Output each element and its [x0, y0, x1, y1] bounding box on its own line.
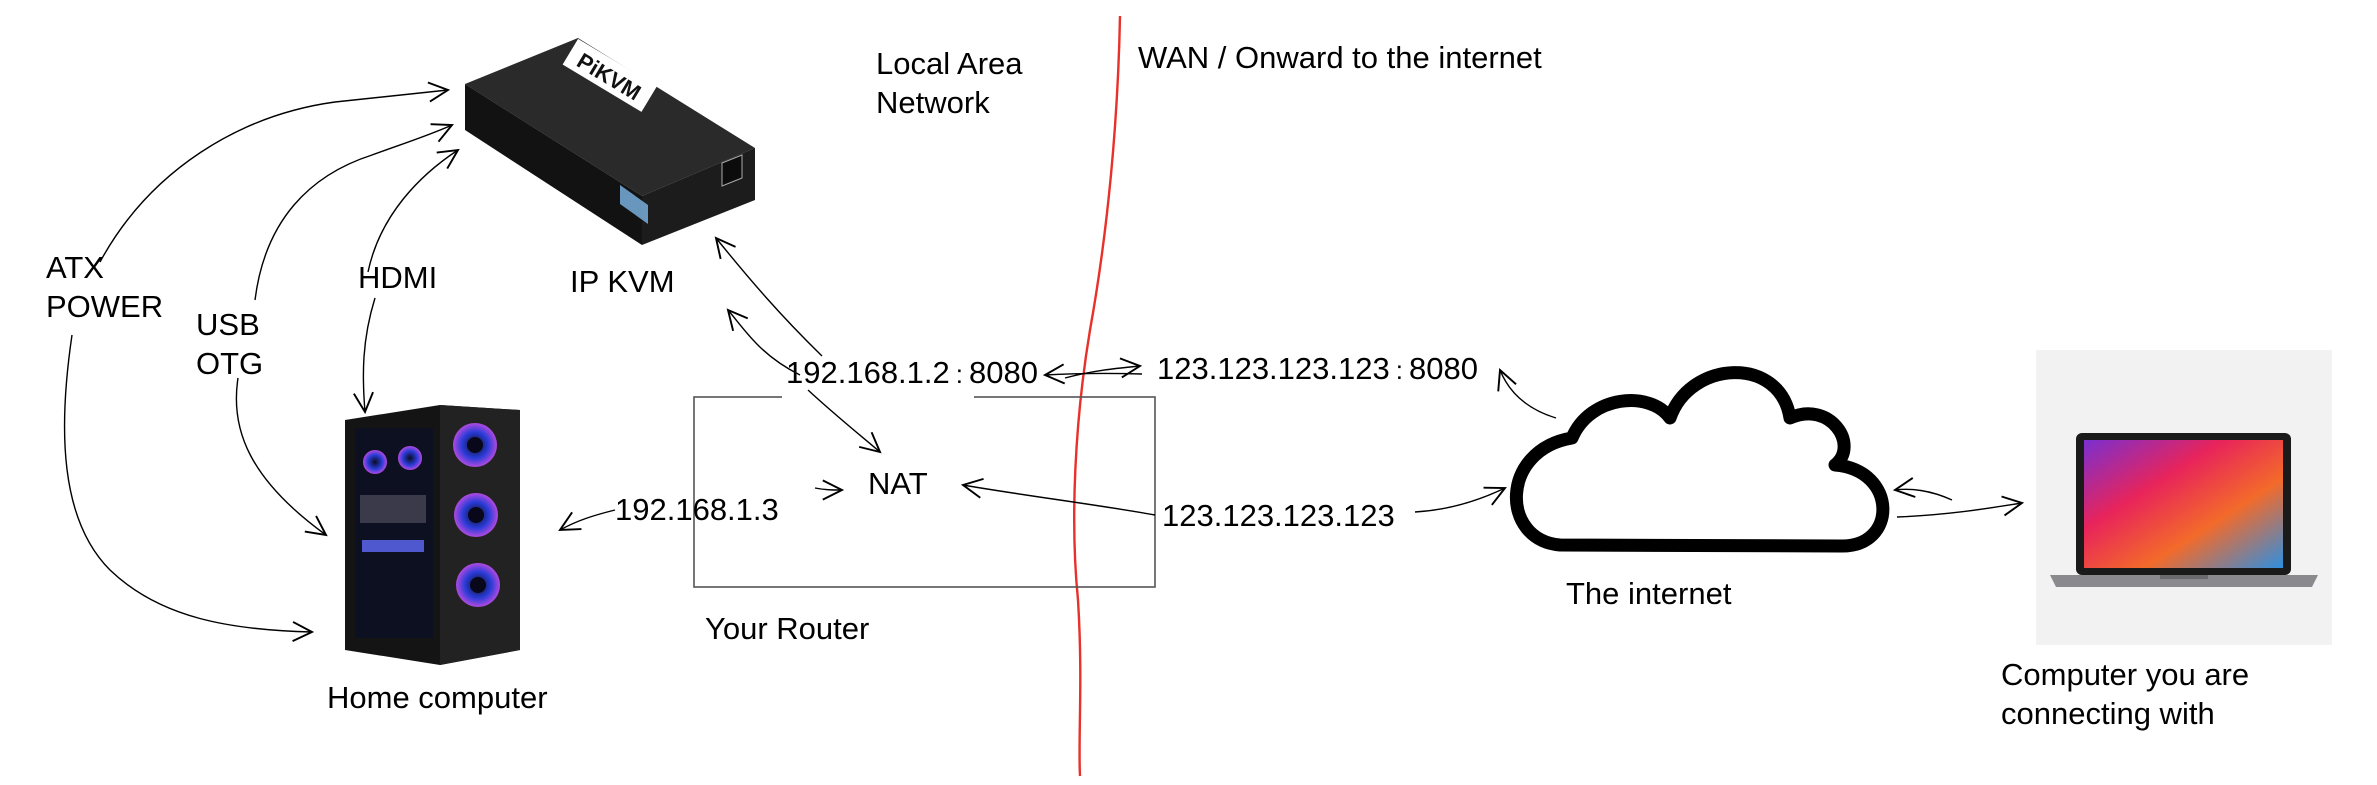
cloud-icon [1509, 366, 1890, 553]
kvm-address-label: 192.168.1.2:8080 [786, 355, 1038, 390]
hdmi-label: HDMI [358, 260, 438, 295]
kvm-port-arrow-up-2 [726, 308, 801, 376]
tower-pc-icon [345, 405, 520, 665]
kvm-port: 8080 [969, 355, 1038, 390]
public-ip-with-port: 123.123.123.123 [1157, 351, 1390, 386]
internet-label: The internet [1566, 576, 1732, 611]
router-label: Your Router [705, 611, 870, 646]
kvm-ip: 192.168.1.2 [786, 355, 950, 390]
public-port: 8080 [1408, 351, 1478, 386]
kvm-port-arrow-up-1 [714, 236, 823, 357]
router-box-gap [782, 390, 974, 404]
public-port-to-kvm-port-arrow [1042, 363, 1143, 385]
lan-wan-boundary-line [1073, 15, 1122, 777]
home-computer-label: Home computer [327, 680, 548, 715]
nat-left-arrow [814, 479, 845, 501]
nat-label: NAT [868, 466, 928, 501]
hdmi-arrow-lower [353, 297, 376, 415]
router-to-pc-arrow [558, 509, 616, 532]
public-ip-to-nat-arrow [960, 477, 1156, 516]
laptop-icon [2036, 350, 2332, 645]
wan-label: WAN / Onward to the internet [1138, 40, 1542, 75]
atx-power-arrow [99, 81, 451, 263]
ipkvm-label: IP KVM [570, 264, 675, 299]
usb-otg-arrow [254, 123, 454, 301]
public-address-label: 123.123.123.123:8080 [1157, 351, 1478, 386]
pc-ip-label: 192.168.1.3 [615, 492, 779, 527]
atx-power-arrow-lower [63, 334, 315, 642]
kvm-port-to-public-port-arrow [1064, 357, 1143, 379]
connection-arrows [63, 81, 2025, 642]
public-ip-to-cloud-arrow [1414, 486, 1507, 513]
kvm-to-nat-arrow [807, 389, 882, 454]
public-ip-label: 123.123.123.123 [1162, 498, 1395, 533]
usb-otg-arrow-lower [235, 377, 328, 537]
ipkvm-device-icon: PiKVM [465, 38, 755, 245]
cloud-to-public-port-arrow [1497, 368, 1557, 419]
hdmi-arrow [367, 148, 460, 273]
laptop-to-cloud-arrow [1892, 477, 1953, 501]
cloud-to-laptop-arrow [1896, 495, 2025, 518]
